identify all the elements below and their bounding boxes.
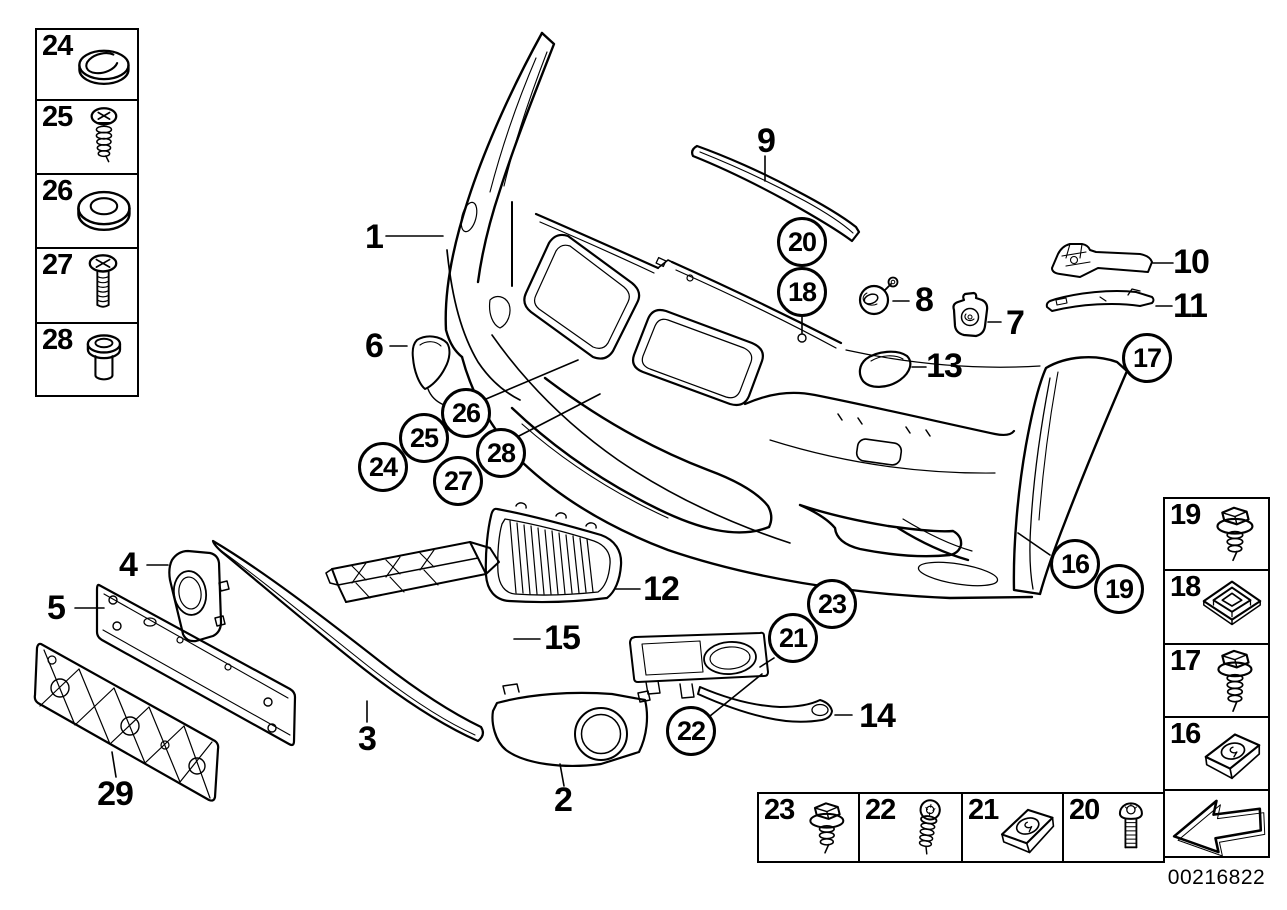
oval-head-screw-icon — [918, 799, 941, 855]
hardware-box-28[interactable]: 28 — [35, 322, 139, 397]
callout-13[interactable]: 13 — [926, 347, 963, 385]
part-plate-base — [95, 583, 297, 747]
hardware-box-26[interactable]: 26 — [35, 173, 139, 249]
hardware-box-18[interactable]: 18 — [1163, 569, 1270, 645]
hardware-box-23[interactable]: 23 — [757, 792, 860, 863]
hardware-box-label: 27 — [42, 249, 73, 281]
push-cap-grommet-icon — [78, 49, 130, 85]
self-tapping-screw-icon — [90, 107, 118, 163]
hardware-box-label: 24 — [42, 30, 73, 62]
callout-14[interactable]: 14 — [859, 697, 896, 735]
hardware-box-label: 19 — [1170, 499, 1201, 531]
hardware-box-label: 20 — [1069, 794, 1100, 826]
callout-circled-28[interactable]: 28 — [476, 428, 526, 478]
part-carrier-rail — [325, 541, 500, 603]
callout-circled-25[interactable]: 25 — [399, 413, 449, 463]
part-support-strip — [1045, 288, 1155, 312]
callout-10[interactable]: 10 — [1173, 243, 1210, 281]
hex-flange-screw-icon — [1216, 506, 1254, 562]
diagram-number: 00216822 — [1167, 866, 1266, 889]
callout-6[interactable]: 6 — [365, 327, 384, 365]
callout-9[interactable]: 9 — [757, 122, 776, 160]
callout-circled-27[interactable]: 27 — [433, 456, 483, 506]
callout-1[interactable]: 1 — [365, 218, 384, 256]
callout-circled-19[interactable]: 19 — [1094, 564, 1144, 614]
hardware-box-20[interactable]: 20 — [1062, 792, 1165, 863]
part-cover-cap — [858, 350, 912, 388]
hardware-box-label: 23 — [764, 794, 795, 826]
direction-arrow-box — [1163, 789, 1270, 858]
callout-circled-18[interactable]: 18 — [777, 267, 827, 317]
hex-flange-screw-long-icon — [1217, 649, 1253, 712]
callout-8[interactable]: 8 — [915, 281, 934, 319]
part-expanding-nut — [952, 291, 989, 338]
hardware-box-label: 25 — [42, 101, 73, 133]
callout-11[interactable]: 11 — [1173, 287, 1208, 325]
callout-circled-21[interactable]: 21 — [768, 613, 818, 663]
part-trim-strip — [691, 144, 861, 243]
hardware-box-19[interactable]: 19 — [1163, 497, 1270, 571]
part-fog-grille — [491, 683, 651, 767]
callout-circled-22[interactable]: 22 — [666, 706, 716, 756]
torx-pan-screw-icon — [1118, 802, 1143, 849]
part-kidney-grille — [484, 502, 623, 604]
callout-15[interactable]: 15 — [544, 619, 581, 657]
callout-29[interactable]: 29 — [97, 775, 134, 813]
hardware-box-label: 18 — [1170, 571, 1201, 603]
hardware-box-label: 17 — [1170, 645, 1201, 677]
callout-circled-23[interactable]: 23 — [807, 579, 857, 629]
callout-4[interactable]: 4 — [119, 546, 138, 584]
callout-7[interactable]: 7 — [1006, 304, 1025, 342]
callout-circled-17[interactable]: 17 — [1122, 333, 1172, 383]
square-captive-nut-icon — [1202, 580, 1262, 626]
part-bumper-cover — [444, 31, 1129, 600]
hardware-box-25[interactable]: 25 — [35, 99, 139, 175]
part-guide-bracket — [1051, 243, 1153, 278]
callout-circled-24[interactable]: 24 — [358, 442, 408, 492]
hardware-box-22[interactable]: 22 — [858, 792, 963, 863]
callout-circled-16[interactable]: 16 — [1050, 539, 1100, 589]
hardware-box-label: 26 — [42, 175, 73, 207]
part-grommet — [858, 276, 899, 316]
phillips-screw-icon — [88, 254, 118, 308]
part-mesh-grille — [211, 539, 485, 743]
hardware-box-16[interactable]: 16 — [1163, 716, 1270, 791]
sheet-metal-clip-nut-icon — [1000, 808, 1055, 854]
part-washer-bracket — [629, 631, 833, 723]
hardware-box-24[interactable]: 24 — [35, 28, 139, 101]
sheet-metal-clip-nut-icon — [1204, 733, 1261, 780]
washer-icon — [77, 190, 131, 232]
callout-2[interactable]: 2 — [554, 781, 573, 819]
callout-5[interactable]: 5 — [47, 589, 66, 627]
hardware-box-label: 16 — [1170, 718, 1201, 750]
hardware-box-27[interactable]: 27 — [35, 247, 139, 324]
callout-3[interactable]: 3 — [358, 720, 377, 758]
direction-arrow-icon — [1172, 799, 1266, 857]
callout-circled-26[interactable]: 26 — [441, 388, 491, 438]
hardware-box-21[interactable]: 21 — [961, 792, 1064, 863]
spacer-sleeve-icon — [86, 334, 122, 381]
callout-12[interactable]: 12 — [643, 570, 680, 608]
leader-lines — [74, 155, 1174, 787]
hardware-box-label: 21 — [968, 794, 999, 826]
callout-circled-20[interactable]: 20 — [777, 217, 827, 267]
part-impact-absorber — [33, 642, 220, 802]
hardware-box-label: 22 — [865, 794, 896, 826]
part-fog-frame — [168, 549, 230, 643]
hardware-box-label: 28 — [42, 324, 73, 356]
hex-flange-screw-icon — [809, 802, 845, 854]
hardware-box-17[interactable]: 17 — [1163, 643, 1270, 718]
